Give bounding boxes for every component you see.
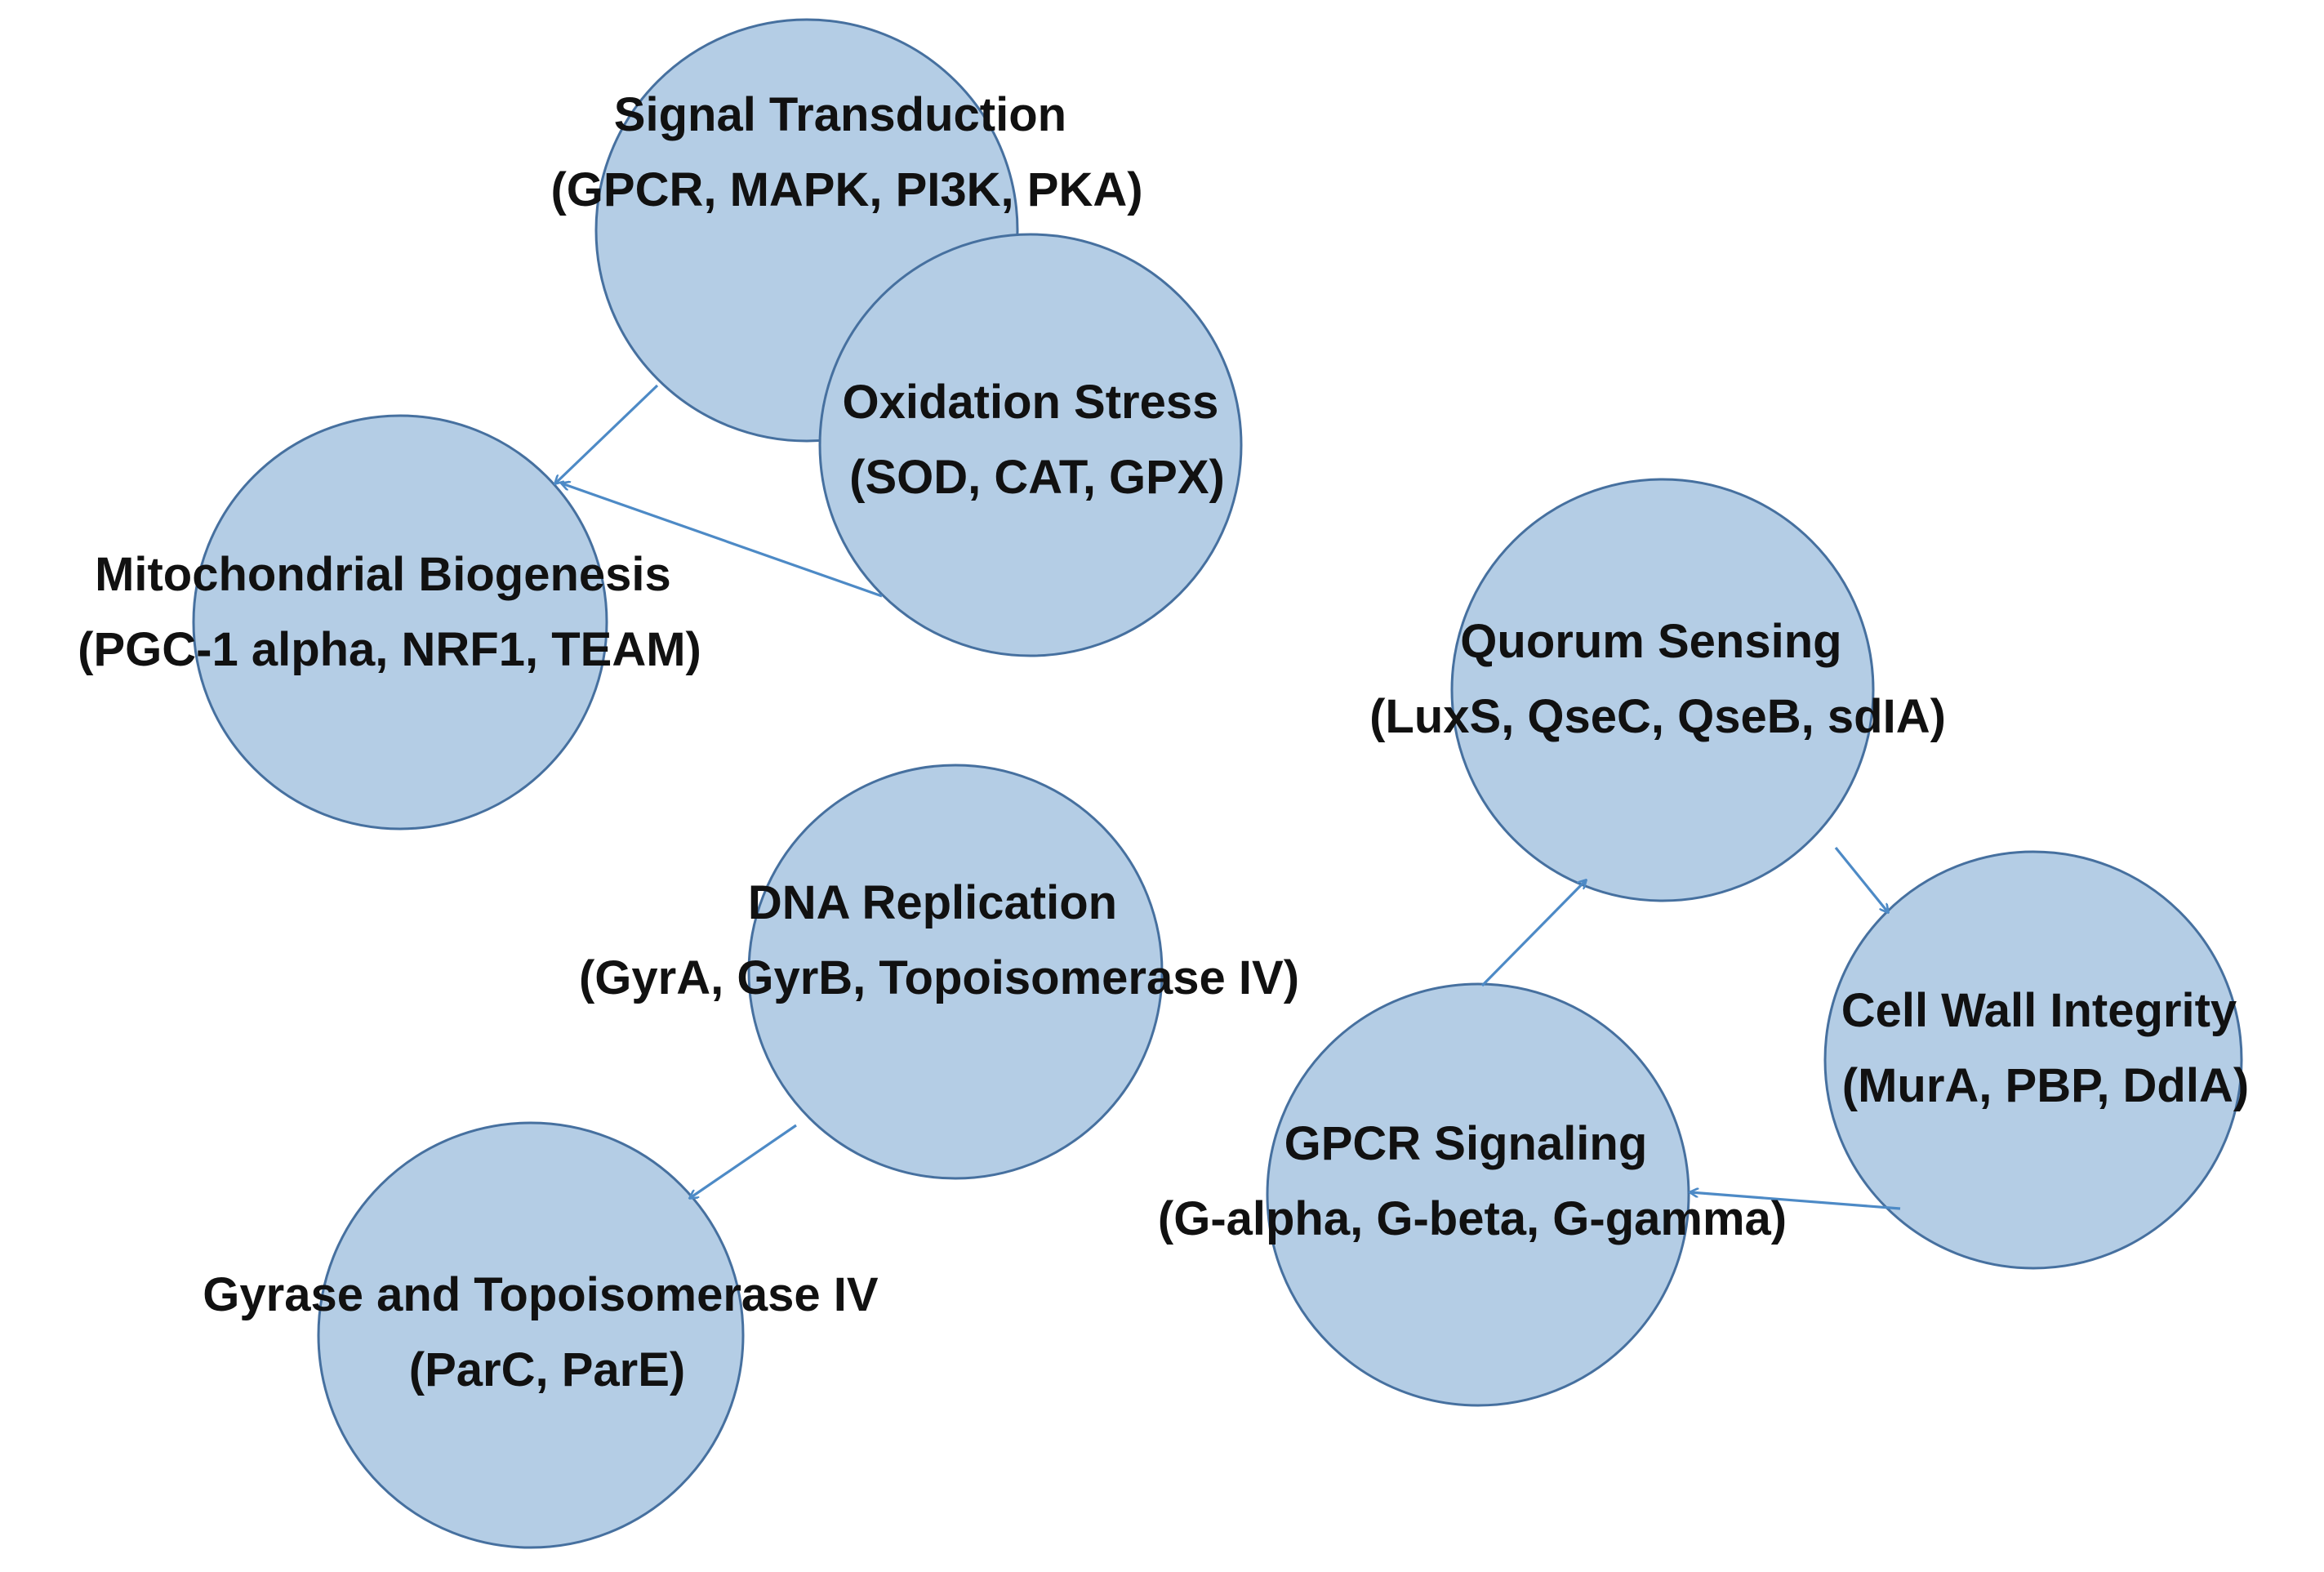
- node-genes-signal: (GPCR, MAPK, PI3K, PKA): [550, 163, 1142, 216]
- node-genes-mito: (PGC-1 alpha, NRF1, TEAM): [78, 623, 701, 676]
- edge-oxidation-to-mito: [562, 483, 883, 598]
- edge-quorum-to-cellwall: [1834, 846, 1888, 912]
- node-title-quorum: Quorum Sensing: [1460, 615, 1841, 668]
- edge-dna-to-gyrase: [690, 1124, 797, 1198]
- edge-cellwall-to-gpcr: [1690, 1192, 1901, 1210]
- node-circle-cellwall: [1823, 850, 2243, 1270]
- node-label-cellwall: Cell Wall Integrity (MurA, PBP, DdlA): [1841, 984, 2251, 1112]
- node-title-oxidation: Oxidation Stress: [842, 376, 1218, 429]
- node-genes-gpcr: (G-alpha, G-beta, G-gamma): [1158, 1192, 1787, 1245]
- node-label-mito: Mitochondrial Biogenesis (PGC-1 alpha, N…: [78, 548, 701, 676]
- node-title-gpcr: GPCR Signaling: [1284, 1117, 1648, 1170]
- node-genes-oxidation: (SOD, CAT, GPX): [849, 451, 1225, 504]
- node-genes-dna: (GyrA, GyrB, Topoisomerase IV): [579, 951, 1299, 1004]
- node-genes-quorum: (LuxS, QseC, QseB, sdIA): [1369, 690, 1946, 743]
- node-title-dna: DNA Replication: [748, 876, 1117, 929]
- node-genes-gyrase: (ParC, ParE): [409, 1343, 685, 1396]
- node-label-dna: DNA Replication (GyrA, GyrB, Topoisomera…: [579, 876, 1299, 1004]
- node-circle-dna: [747, 764, 1164, 1180]
- node-circle-mito: [192, 414, 608, 831]
- node-label-gpcr: GPCR Signaling (G-alpha, G-beta, G-gamma…: [1158, 1117, 1787, 1245]
- node-title-cellwall: Cell Wall Integrity: [1841, 984, 2237, 1037]
- node-circle-gyrase: [317, 1121, 745, 1549]
- node-label-oxidation: Oxidation Stress (SOD, CAT, GPX): [842, 376, 1231, 504]
- node-circle-quorum: [1450, 478, 1875, 902]
- node-genes-cellwall: (MurA, PBP, DdlA): [1842, 1059, 2249, 1112]
- node-title-signal: Signal Transduction: [614, 88, 1066, 141]
- node-title-mito: Mitochondrial Biogenesis: [95, 548, 671, 601]
- node-label-gyrase: Gyrase and Topoisomerase IV (ParC, ParE): [203, 1268, 891, 1396]
- node-circles: [192, 18, 2243, 1549]
- node-circle-oxidation: [818, 233, 1243, 657]
- node-label-quorum: Quorum Sensing (LuxS, QseC, QseB, sdIA): [1369, 615, 1946, 743]
- edge-arrows: [555, 384, 1901, 1210]
- node-label-signal: Signal Transduction (GPCR, MAPK, PI3K, P…: [550, 88, 1142, 216]
- node-labels: Signal Transduction (GPCR, MAPK, PI3K, P…: [78, 88, 2251, 1396]
- edge-signal-to-mito: [555, 384, 659, 483]
- node-title-gyrase: Gyrase and Topoisomerase IV: [203, 1268, 879, 1321]
- edge-gpcr-to-quorum: [1480, 880, 1586, 987]
